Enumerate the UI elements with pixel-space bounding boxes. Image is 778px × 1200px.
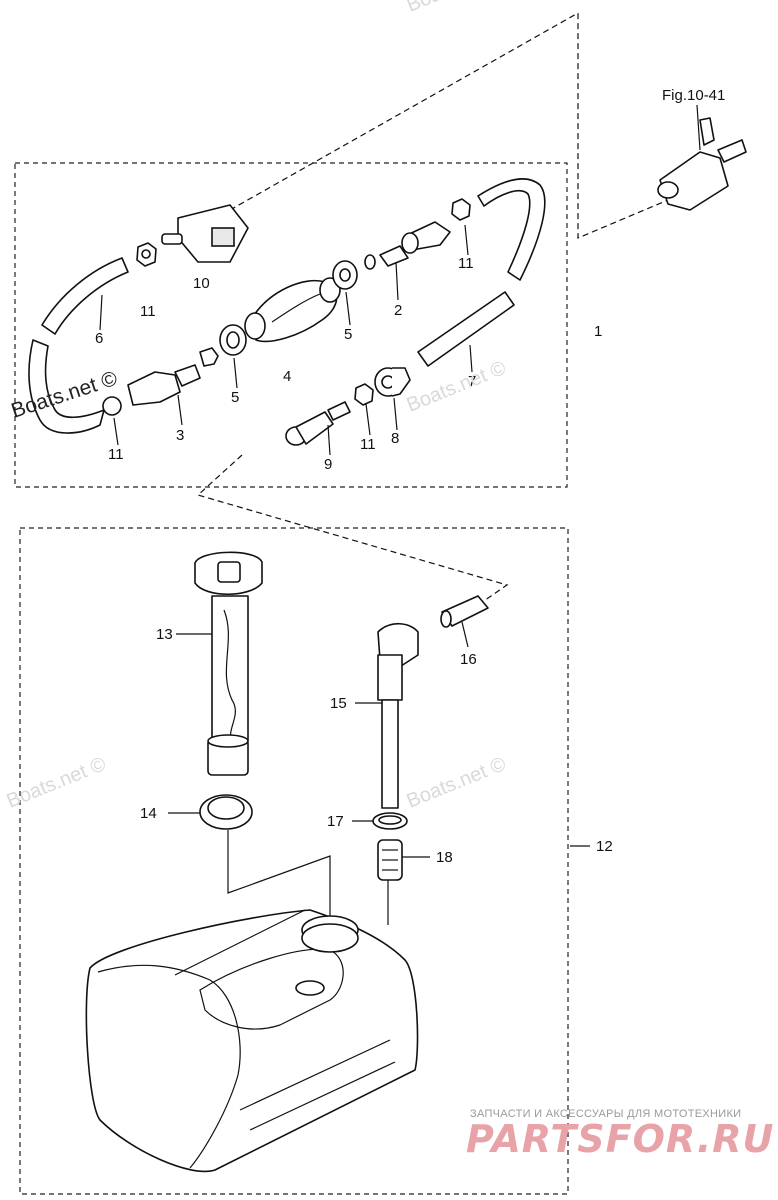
fuel-tank-assembly-box bbox=[19, 527, 569, 1195]
hose-part-6 bbox=[28, 257, 129, 434]
bushing-part-8 bbox=[374, 367, 411, 397]
callout-10: 10 bbox=[193, 275, 210, 292]
callout-16: 16 bbox=[460, 651, 477, 668]
fuel-tank-part-12 bbox=[85, 909, 419, 1173]
nut-part-11 bbox=[136, 242, 157, 267]
connection-lines bbox=[196, 11, 669, 925]
pickup-elbow-part-15 bbox=[377, 622, 419, 809]
callout-17: 17 bbox=[327, 813, 344, 830]
callout-4: 4 bbox=[283, 368, 291, 385]
callout-3: 3 bbox=[176, 427, 184, 444]
callout-13: 13 bbox=[156, 626, 173, 643]
callout-11a: 11 bbox=[140, 303, 156, 320]
watermark-boats-net: Boats.net © bbox=[404, 753, 510, 813]
callout-2: 2 bbox=[394, 302, 402, 319]
callout-5b: 5 bbox=[231, 389, 239, 406]
connector-part-2 bbox=[364, 221, 451, 270]
gasket-part-14 bbox=[199, 794, 253, 830]
callout-6: 6 bbox=[95, 330, 103, 347]
connector-part-3 bbox=[102, 347, 219, 416]
callout-11c: 11 bbox=[108, 446, 124, 463]
callout-18: 18 bbox=[436, 849, 453, 866]
watermark-boats-net: Boats.net © bbox=[8, 367, 120, 423]
fuel-line-assembly-box bbox=[14, 162, 568, 488]
callout-7: 7 bbox=[468, 373, 476, 390]
callout-9: 9 bbox=[324, 456, 332, 473]
primer-bulb-part-4 bbox=[219, 260, 358, 356]
reference-fitting-fig bbox=[657, 117, 747, 211]
callout-1: 1 bbox=[594, 323, 602, 340]
callout-12: 12 bbox=[596, 838, 613, 855]
hose-part-7 bbox=[417, 178, 546, 367]
watermark-boats-net: Boats bbox=[404, 0, 460, 17]
brand-logo-text: PARTSFOR.RU bbox=[466, 1117, 774, 1161]
fitting-part-16 bbox=[440, 595, 489, 628]
nut-part-11-right bbox=[451, 198, 471, 221]
fuel-gauge-part-13 bbox=[194, 551, 263, 776]
o-ring-part-17 bbox=[372, 812, 408, 830]
figure-ref-label: Fig.10-41 bbox=[662, 87, 725, 104]
brand-tagline: ЗАПЧАСТИ И АКСЕССУАРЫ ДЛЯ МОТОТЕХНИКИ bbox=[470, 1108, 741, 1120]
watermark-boats-net: Boats.net © bbox=[404, 357, 510, 417]
callout-5a: 5 bbox=[344, 326, 352, 343]
callout-8: 8 bbox=[391, 430, 399, 447]
callout-14: 14 bbox=[140, 805, 157, 822]
fuel-joint-part-10 bbox=[161, 204, 249, 263]
strainer-part-18 bbox=[377, 839, 403, 881]
leader-lines bbox=[99, 104, 701, 858]
fitting-part-9 bbox=[285, 401, 351, 446]
nut-part-11-lower bbox=[354, 383, 374, 406]
callout-11b: 11 bbox=[458, 255, 474, 272]
callout-15: 15 bbox=[330, 695, 347, 712]
callout-11d: 11 bbox=[360, 436, 376, 453]
